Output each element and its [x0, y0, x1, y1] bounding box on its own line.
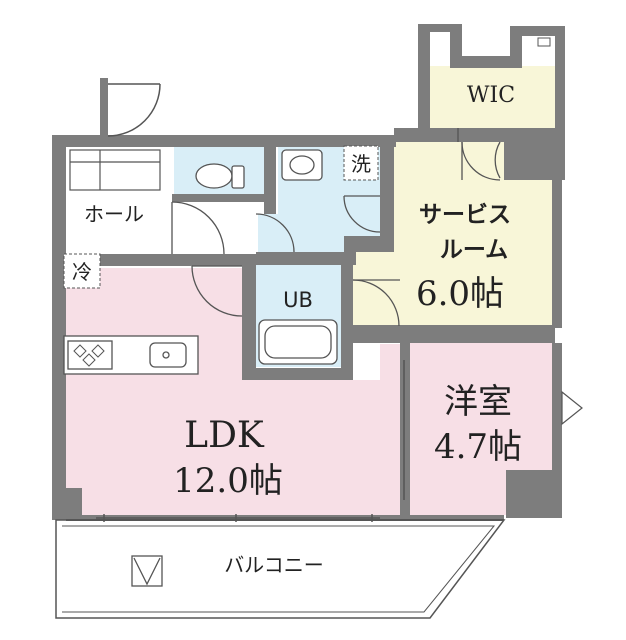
western-room-window [561, 390, 583, 426]
genkan-area [69, 149, 161, 191]
ldk-size: 12.0帖 [173, 461, 283, 501]
service-room-label-line1: サービス [419, 202, 511, 228]
ldk-sliding-windows [96, 514, 380, 522]
kitchen-counter [63, 335, 199, 375]
ldk-name: LDK [184, 415, 265, 456]
unit-bath-label: UB [283, 288, 313, 312]
washer-space [343, 145, 379, 181]
hall-doors [171, 195, 381, 317]
hall-floor [68, 194, 238, 254]
balcony [55, 519, 506, 619]
hall-label: ホール [84, 202, 144, 226]
wic-floor [430, 66, 560, 128]
washer-label: 洗 [351, 152, 371, 176]
service-room-doors [352, 141, 501, 327]
stove-icon [73, 344, 105, 367]
window-marker [537, 37, 551, 47]
entrance-door [107, 83, 161, 137]
bathtub-icon [258, 319, 338, 365]
service-room-floor [352, 142, 552, 325]
service-room-label-line2: ルーム [440, 237, 508, 263]
toilet-icon [195, 163, 245, 189]
washbasin-icon [281, 149, 323, 181]
refrigerator-space [63, 253, 101, 289]
western-room-name: 洋室 [444, 382, 512, 422]
evacuation-hatch-icon [131, 555, 163, 587]
ldk-floor [64, 268, 400, 515]
service-room-size: 6.0帖 [416, 274, 504, 314]
wic-label: WIC [467, 83, 515, 108]
western-room-size: 4.7帖 [434, 427, 522, 467]
balcony-label: バルコニー [224, 553, 324, 577]
refrigerator-label: 冷 [72, 260, 92, 284]
